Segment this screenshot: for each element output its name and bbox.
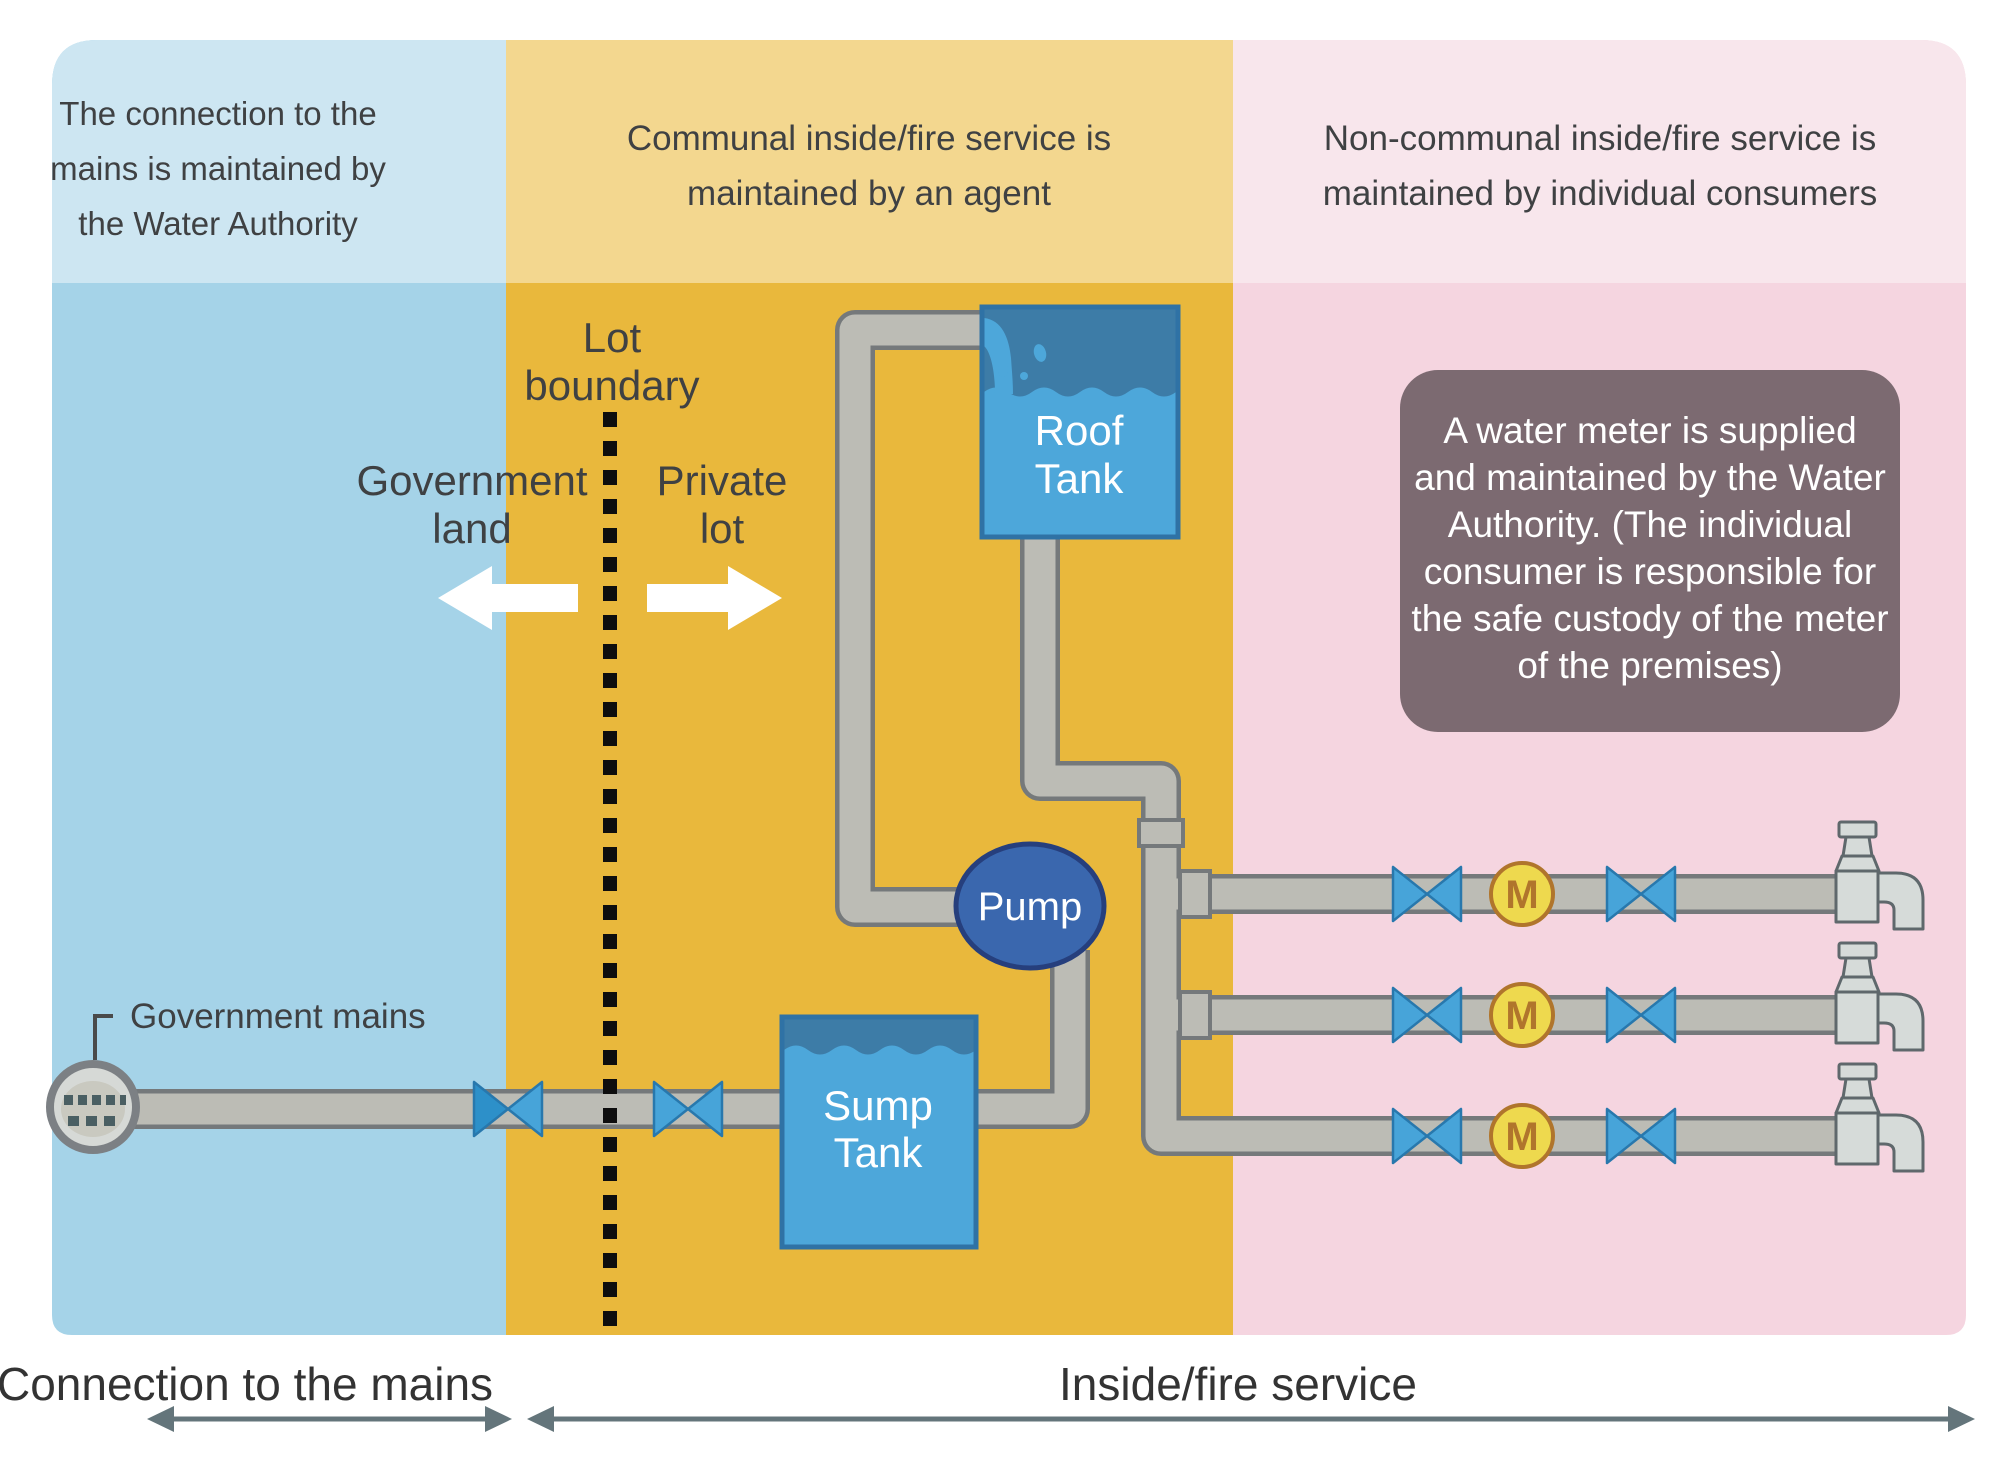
sump-tank-label: Sump bbox=[823, 1082, 933, 1129]
pipe-pump-to-roof bbox=[839, 314, 984, 923]
government-land-label: land bbox=[432, 505, 511, 552]
lot-boundary-label: Lot bbox=[583, 314, 642, 361]
water-meter-icon bbox=[1489, 861, 1555, 927]
zone-non-communal-header: Non-communal inside/fire service is main… bbox=[1323, 119, 1877, 213]
water-meter-icon bbox=[1489, 982, 1555, 1048]
zone-connection-header: The connection to the mains is maintaine… bbox=[50, 95, 386, 242]
valve-boundary-icon bbox=[472, 1080, 544, 1138]
zone-communal-header: Communal inside/fire service is maintain… bbox=[627, 119, 1111, 213]
axis-arrow-inside-service bbox=[527, 1406, 1975, 1432]
government-mains-label: Government mains bbox=[130, 997, 426, 1036]
government-land-arrow-icon bbox=[438, 566, 578, 630]
tee-collar-branch-1 bbox=[1178, 869, 1212, 919]
private-lot-label: Private bbox=[657, 457, 788, 504]
water-meter-note-text: A water meter is supplied and maintained… bbox=[1411, 410, 1888, 686]
water-droplet bbox=[1020, 372, 1028, 380]
water-droplet bbox=[1033, 344, 1047, 362]
note-line: the safe custody of the meter bbox=[1411, 598, 1888, 639]
zone-connection-header-line: mains is maintained by bbox=[50, 150, 386, 187]
axis-left-label: Connection to the mains bbox=[0, 1358, 493, 1410]
zone-non-communal-header-line: Non-communal inside/fire service is bbox=[1324, 119, 1876, 158]
arrow-head-right-icon bbox=[485, 1406, 512, 1432]
zone-connection-header-band bbox=[52, 40, 506, 283]
government-mains-icon bbox=[46, 1014, 140, 1154]
axis-right-label: Inside/fire service bbox=[1059, 1358, 1417, 1410]
arrow-head-left-icon bbox=[147, 1406, 174, 1432]
water-meter-icon bbox=[1489, 1103, 1555, 1169]
valve-right-half bbox=[506, 1080, 544, 1138]
mains-callout-line bbox=[93, 1014, 113, 1060]
roof-tank-water bbox=[984, 387, 1176, 535]
zone-communal-header-line: Communal inside/fire service is bbox=[627, 119, 1111, 158]
arrow-head-left-icon bbox=[527, 1406, 554, 1432]
water-meter-note-box bbox=[1400, 370, 1900, 732]
note-line: of the premises) bbox=[1517, 645, 1782, 686]
pump bbox=[953, 841, 1107, 971]
lot-boundary-label: boundary bbox=[524, 362, 699, 409]
meter-label: M bbox=[1505, 1115, 1538, 1159]
meter-label: M bbox=[1505, 994, 1538, 1038]
roof-tank-border bbox=[979, 304, 1181, 540]
roof-tank-label: Tank bbox=[1035, 455, 1125, 502]
sump-tank-label: Tank bbox=[834, 1129, 924, 1176]
private-lot-arrow-icon bbox=[647, 566, 782, 630]
note-line: consumer is responsible for bbox=[1424, 551, 1876, 592]
tee-collar-branch-2 bbox=[1178, 990, 1212, 1040]
arrow-head-right-icon bbox=[1948, 1406, 1975, 1432]
meter-label: M bbox=[1505, 873, 1538, 917]
riser-joint-collar bbox=[1137, 818, 1185, 848]
sump-tank-water bbox=[784, 1045, 976, 1245]
note-line: A water meter is supplied bbox=[1443, 410, 1856, 451]
sump-tank-border bbox=[779, 1014, 979, 1250]
axis-arrow-connection bbox=[147, 1406, 512, 1432]
mains-inner-disc bbox=[61, 1081, 125, 1137]
sump-tank bbox=[779, 1014, 979, 1250]
zone-non-communal-header-line: maintained by individual consumers bbox=[1323, 174, 1877, 213]
roof-tank bbox=[979, 304, 1181, 540]
pump-label: Pump bbox=[978, 885, 1083, 929]
roof-tank-label: Roof bbox=[1035, 407, 1124, 454]
pipe-roof-to-riser bbox=[1024, 535, 1845, 1152]
zone-non-communal-header-band bbox=[1233, 40, 1966, 283]
zone-communal-header-line: maintained by an agent bbox=[687, 174, 1051, 213]
pipe-sump-to-pump bbox=[973, 950, 1086, 1125]
zone-connection-header-line: the Water Authority bbox=[78, 205, 358, 242]
note-line: and maintained by the Water bbox=[1414, 457, 1886, 498]
government-land-label: Government bbox=[356, 457, 587, 504]
zone-communal-header-band bbox=[506, 40, 1233, 283]
zone-connection-header-line: The connection to the bbox=[59, 95, 376, 132]
water-droplet bbox=[998, 363, 1008, 377]
valve-left-half bbox=[472, 1080, 510, 1138]
note-line: Authority. (The individual bbox=[1448, 504, 1852, 545]
private-lot-label: lot bbox=[700, 505, 745, 552]
